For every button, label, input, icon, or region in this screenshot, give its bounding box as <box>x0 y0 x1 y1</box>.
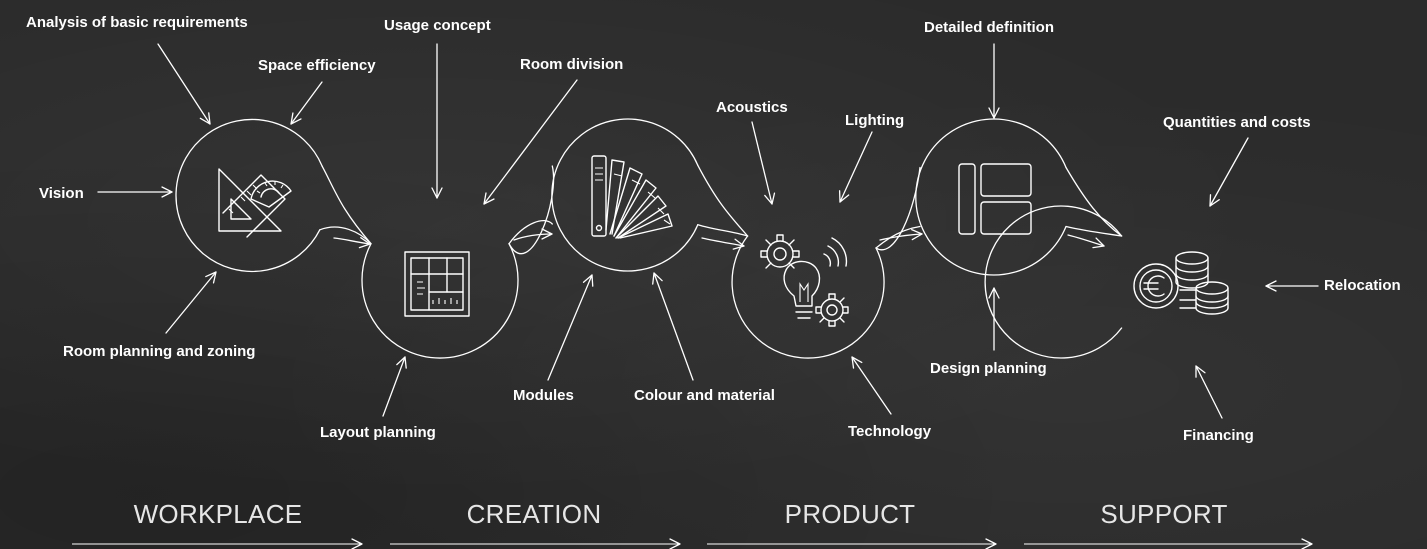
label-relocation: Relocation <box>1324 277 1401 294</box>
label-layout-planning: Layout planning <box>320 424 436 441</box>
layout-panels-icon <box>958 163 1032 235</box>
connector-3-4-bottom <box>697 224 749 237</box>
label-analysis: Analysis of basic requirements <box>26 14 248 31</box>
label-space-efficiency: Space efficiency <box>258 57 376 74</box>
label-usage-concept: Usage concept <box>384 17 491 34</box>
label-design-planning: Design planning <box>930 360 1047 377</box>
label-room-division: Room division <box>520 56 623 73</box>
euro-coins-icon <box>1133 251 1229 315</box>
arrow-analysis <box>157 43 211 125</box>
phase-product: PRODUCT <box>785 499 916 529</box>
step-labels: Analysis of basic requirements Space eff… <box>26 14 1401 444</box>
label-quantities-costs: Quantities and costs <box>1163 114 1311 131</box>
arrow-technology <box>851 356 892 415</box>
label-vision: Vision <box>39 185 84 202</box>
label-modules: Modules <box>513 387 574 404</box>
connector-curves <box>319 164 1123 255</box>
arrow-layout-planning <box>382 356 407 417</box>
connector-2-3-bottom <box>508 165 555 255</box>
process-circles <box>175 118 1123 359</box>
floor-plan-grid-icon <box>404 251 470 317</box>
arrow-space-efficiency <box>290 81 323 125</box>
arrow-acoustics <box>751 121 776 205</box>
label-financing: Financing <box>1183 427 1254 444</box>
label-colour-material: Colour and material <box>634 387 775 404</box>
arrow-financing <box>1195 365 1223 419</box>
circle-support <box>984 205 1123 359</box>
connector-3-4-top <box>697 164 749 237</box>
connector-5-6-top <box>1065 166 1123 237</box>
label-room-planning: Room planning and zoning <box>63 343 255 360</box>
flow-arrow-5 <box>1067 234 1105 249</box>
circle-creation <box>551 118 699 272</box>
circle-workplace-1 <box>175 118 323 273</box>
flow-arrow-2 <box>513 228 553 241</box>
phase-support: SUPPORT <box>1100 499 1227 529</box>
arrow-lighting <box>838 131 873 203</box>
ruler-triangle-protractor-icon <box>218 168 292 238</box>
circle-product-2 <box>915 118 1067 276</box>
connector-4-5-bottom <box>875 166 921 251</box>
connector-5-6-bottom <box>1065 225 1123 237</box>
connector-1-2-top <box>321 165 372 245</box>
circle-product <box>731 235 885 359</box>
phase-workplace: WORKPLACE <box>134 499 303 529</box>
label-lighting: Lighting <box>845 112 904 129</box>
label-acoustics: Acoustics <box>716 99 788 116</box>
label-technology: Technology <box>848 423 932 440</box>
flow-arrow-4 <box>879 228 923 241</box>
gears-lightbulb-icon <box>760 234 849 327</box>
connector-2-3-top <box>508 220 553 245</box>
arrow-room-division <box>483 79 578 205</box>
label-detailed-definition: Detailed definition <box>924 19 1054 36</box>
arrow-modules <box>547 274 594 381</box>
arrow-colour-material <box>652 272 694 381</box>
colour-fan-icon <box>591 155 673 239</box>
circle-workplace-2 <box>361 243 519 359</box>
phase-bar: WORKPLACE CREATION PRODUCT SUPPORT <box>72 499 1313 549</box>
label-arrows <box>97 43 1319 419</box>
arrow-room-planning <box>165 271 217 334</box>
flow-arrow-3 <box>701 237 745 250</box>
flow-arrows <box>333 228 1105 250</box>
flow-arrow-1 <box>333 237 371 249</box>
phase-creation: CREATION <box>467 499 602 529</box>
arrow-quantities-costs <box>1209 137 1249 207</box>
